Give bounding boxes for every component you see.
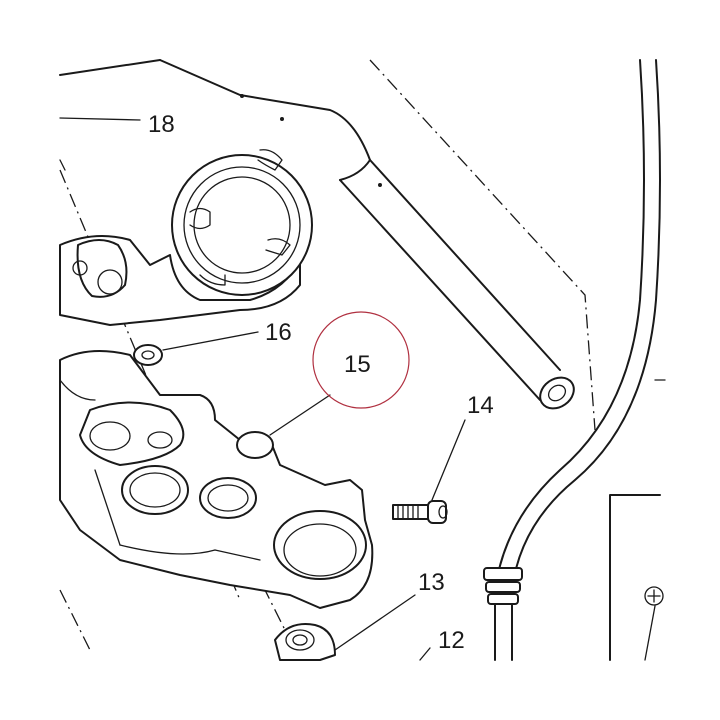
- bolt-part-14: [392, 500, 448, 524]
- hose: [483, 59, 666, 661]
- highlight-circle: [312, 311, 410, 409]
- axis-lines: [59, 59, 596, 661]
- lower-triple-clamp-part-15: [59, 350, 374, 609]
- callout-18: 18: [148, 111, 175, 138]
- upper-bracket-part-18: [59, 149, 313, 326]
- callout-16: 16: [265, 319, 292, 346]
- handlebar-outline: [59, 59, 561, 401]
- callout-12: 12: [438, 627, 465, 654]
- callout-13: 13: [418, 569, 445, 596]
- side-panel: [609, 494, 664, 661]
- nut-part-13: [274, 623, 336, 661]
- tube-end: [539, 376, 575, 410]
- callout-15: 15: [344, 351, 371, 378]
- callout-14: 14: [467, 392, 494, 419]
- washer-part-16: [133, 344, 163, 366]
- leader-lines: [59, 117, 466, 661]
